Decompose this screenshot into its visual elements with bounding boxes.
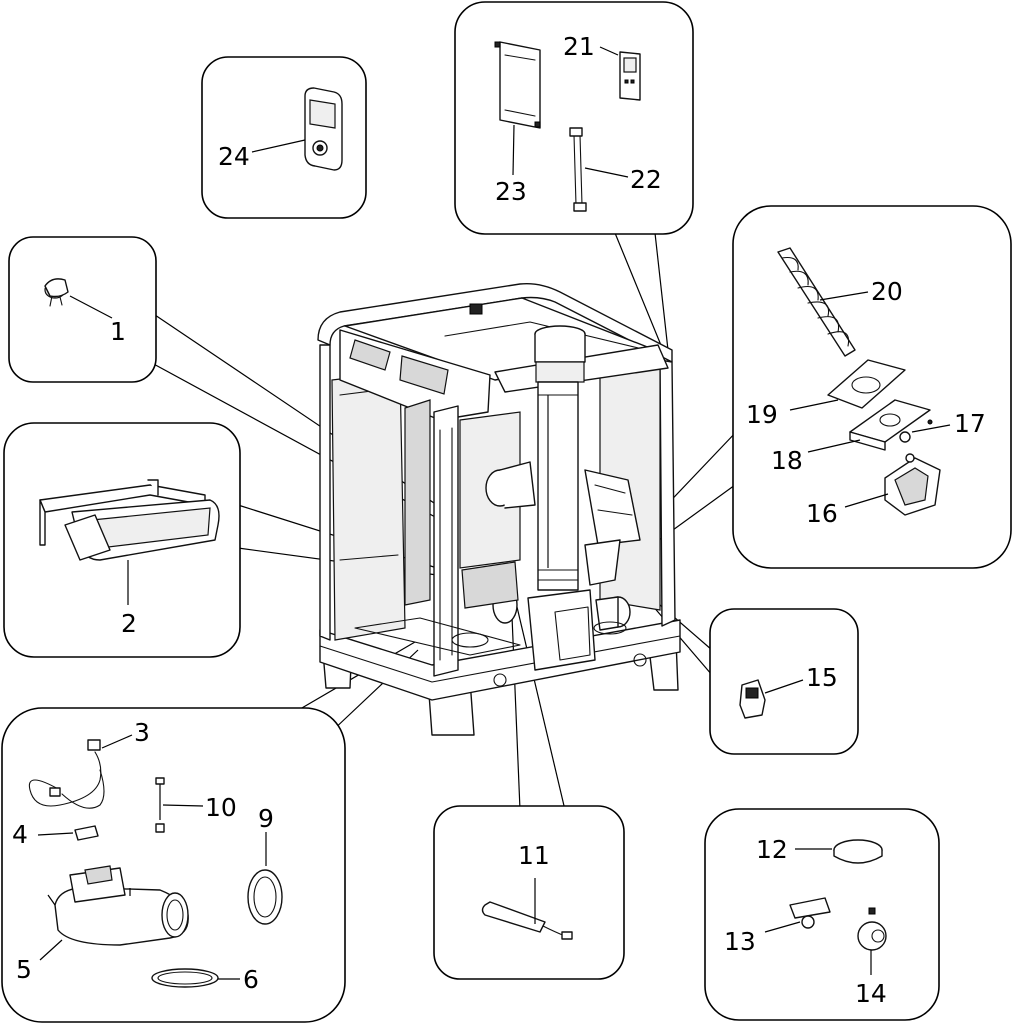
callout-17: 17: [954, 409, 986, 438]
callout-10: 10: [205, 793, 237, 822]
callout-16: 16: [806, 499, 838, 528]
detail-box-2: [3, 422, 241, 658]
callout-18: 18: [771, 446, 803, 475]
callout-3: 3: [134, 718, 150, 747]
callout-13: 13: [724, 927, 756, 956]
callout-6: 6: [243, 965, 259, 994]
callout-24: 24: [218, 142, 250, 171]
boiler-cabinet: [317, 282, 681, 736]
callout-19: 19: [746, 400, 778, 429]
callout-23: 23: [495, 177, 527, 206]
callout-20: 20: [871, 277, 903, 306]
detail-box-16-20: [732, 205, 1012, 569]
detail-box-1: [8, 236, 157, 383]
detail-box-24: [201, 56, 367, 219]
callout-11: 11: [518, 841, 550, 870]
callout-5: 5: [16, 955, 32, 984]
detail-box-12-14: [704, 808, 940, 1021]
detail-box-3-10: [1, 707, 346, 1023]
callout-12: 12: [756, 835, 788, 864]
callout-15: 15: [806, 663, 838, 692]
detail-box-15: [709, 608, 859, 755]
detail-box-21-23: [454, 1, 694, 235]
callout-labels: 1 2 3 4 5 6 9 10 11 12 13 14 15 16 17 18…: [12, 32, 986, 1008]
callout-1: 1: [110, 317, 126, 346]
detail-box-11: [433, 805, 625, 980]
callout-14: 14: [855, 979, 887, 1008]
callout-21: 21: [563, 32, 595, 61]
callout-9: 9: [258, 804, 274, 833]
callout-22: 22: [630, 165, 662, 194]
callout-2: 2: [121, 609, 137, 638]
callout-4: 4: [12, 820, 28, 849]
